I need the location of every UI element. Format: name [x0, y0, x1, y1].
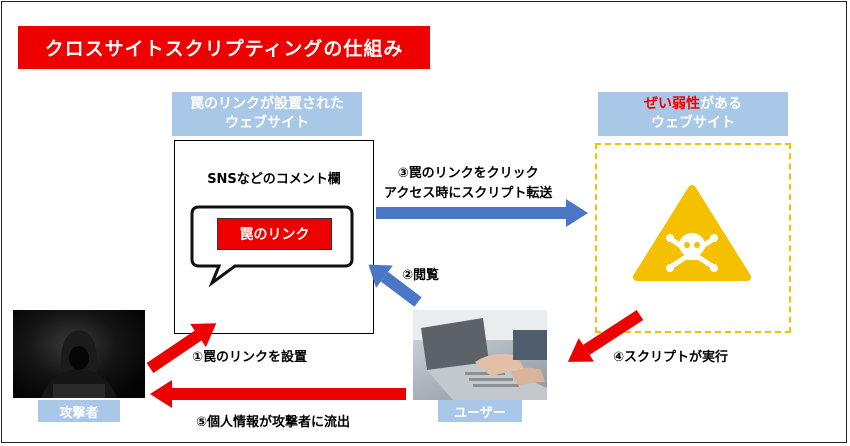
step3-caption-line1: ③罠のリンクをクリック [397, 166, 539, 181]
vulnerable-site-label-line2: ウェブサイト [651, 115, 735, 131]
vulnerability-highlight: ぜい弱性 [644, 96, 700, 112]
step4-caption: ④スクリプトが実行 [613, 350, 729, 365]
step3-arrow [376, 199, 588, 227]
vulnerable-website-box [595, 143, 791, 333]
step3-caption-line2: アクセス時にスクリプト転送 [384, 186, 553, 201]
trap-website-box: SNSなどのコメント欄 罠のリンク [174, 140, 374, 334]
trap-link[interactable]: 罠のリンク [217, 218, 332, 250]
skull-crossbones-warning-icon [633, 185, 751, 281]
diagram-title: クロスサイトスクリプティングの仕組み [18, 26, 430, 69]
step5-arrow [150, 380, 406, 408]
step4-arrow [567, 309, 644, 362]
step3-caption: ③罠のリンクをクリック アクセス時にスクリプト転送 [384, 164, 552, 204]
attacker-photo [13, 310, 145, 398]
step5-caption: ⑤個人情報が攻撃者に流出 [196, 415, 351, 430]
trap-site-label: 罠のリンクが設置された ウェブサイト [172, 92, 362, 136]
trap-site-label-line1: 罠のリンクが設置された [190, 96, 344, 112]
sns-comment-title: SNSなどのコメント欄 [207, 172, 341, 187]
step1-caption: ①罠のリンクを設置 [192, 350, 308, 365]
laptop-typing-icon [413, 310, 547, 400]
user-photo [413, 310, 547, 400]
trap-site-label-line2: ウェブサイト [225, 115, 309, 131]
attacker-label: 攻撃者 [38, 400, 120, 422]
vulnerable-site-label-rest: がある [700, 96, 742, 112]
step2-caption: ②閲覧 [402, 268, 440, 283]
step2-arrow [368, 264, 422, 307]
step1-arrow [146, 323, 217, 373]
hooded-hacker-icon [41, 330, 117, 398]
vulnerable-site-label-line1: ぜい弱性がある [598, 95, 788, 114]
user-label: ユーザー [438, 400, 522, 422]
vulnerable-site-label: ぜい弱性がある ウェブサイト [598, 92, 788, 136]
